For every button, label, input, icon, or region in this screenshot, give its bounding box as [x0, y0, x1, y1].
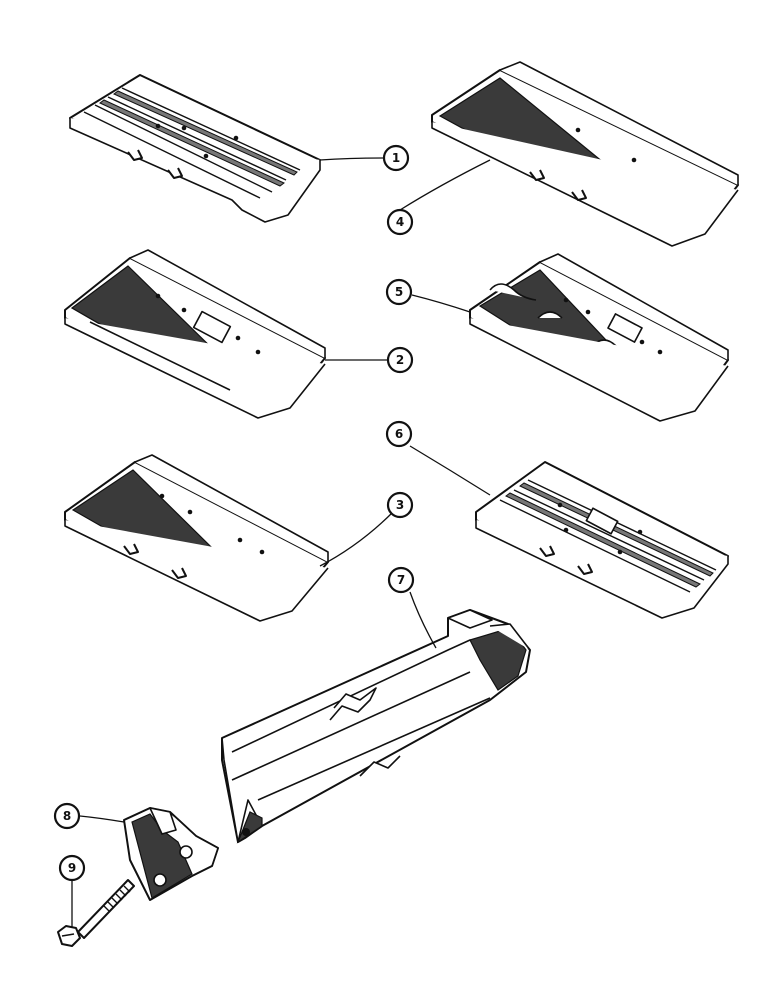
track-shoe-triple-grouser [69, 74, 321, 223]
callout-label: 2 [396, 353, 404, 367]
leader-4 [399, 159, 491, 211]
track-shoe-scalloped [469, 253, 729, 422]
leader-6 [409, 445, 491, 496]
track-shoe-triple-grouser-center-hole [475, 461, 729, 619]
track-shoe-center-hole [64, 249, 326, 419]
track-shoe-single-grouser [431, 61, 739, 247]
callout-7: 7 [387, 566, 415, 594]
callout-1: 1 [382, 144, 410, 172]
callout-4: 4 [386, 208, 414, 236]
guard-end-bracket [123, 807, 219, 901]
leader-8 [79, 815, 125, 823]
callout-label: 1 [392, 151, 400, 165]
callout-9: 9 [58, 854, 86, 882]
callout-label: 4 [396, 215, 404, 229]
callout-label: 6 [395, 427, 403, 441]
track-shoe-single-grouser-lower [64, 454, 329, 622]
callout-label: 3 [396, 498, 404, 512]
leader-1 [319, 157, 384, 161]
leader-7 [409, 591, 437, 649]
callout-label: 5 [395, 285, 403, 299]
callout-8: 8 [53, 802, 81, 830]
callout-label: 9 [68, 861, 76, 875]
hex-bolt [57, 879, 135, 947]
leader-3 [319, 511, 394, 567]
callout-5: 5 [385, 278, 413, 306]
leader-5 [411, 294, 471, 313]
callout-2: 2 [386, 346, 414, 374]
callout-3: 3 [386, 491, 414, 519]
track-guard-channel [221, 609, 531, 844]
callout-label: 7 [397, 573, 405, 587]
leader-lines [71, 157, 491, 928]
callout-label: 8 [63, 809, 71, 823]
callout-6: 6 [385, 420, 413, 448]
